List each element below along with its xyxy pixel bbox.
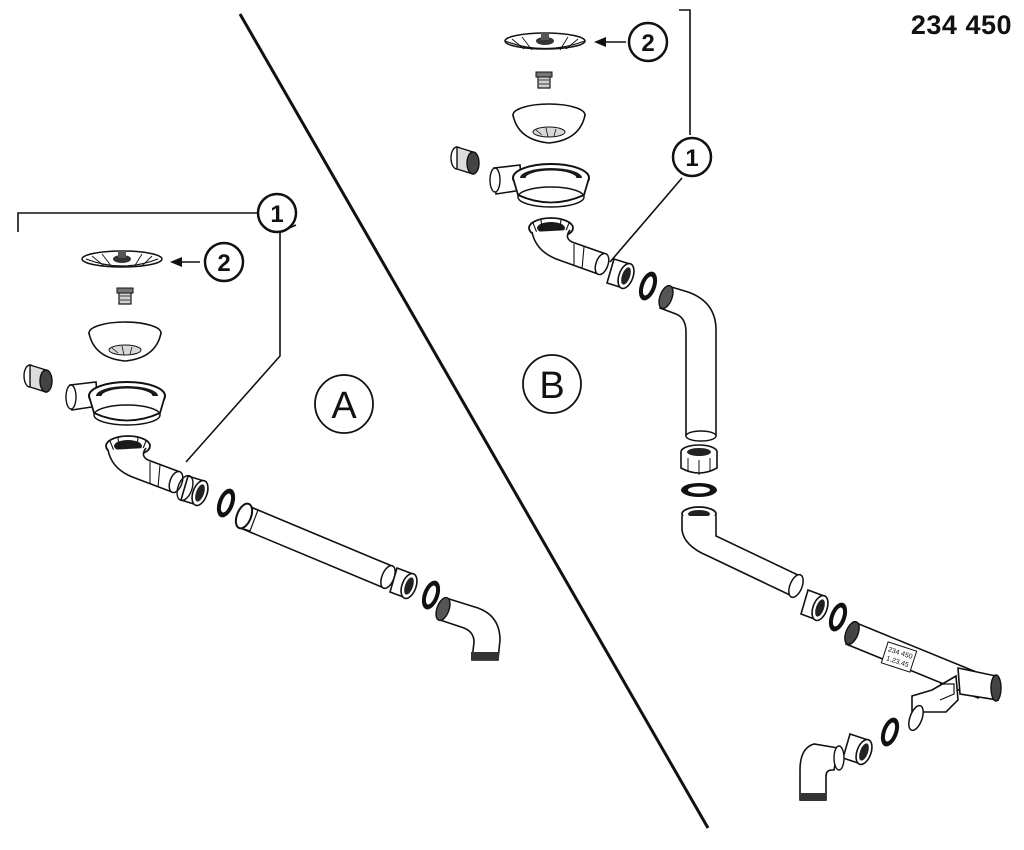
seal-1-b xyxy=(638,271,658,301)
variant-a-label: A xyxy=(331,385,357,427)
callout-2-b: 2 xyxy=(627,21,669,63)
divider-line xyxy=(238,13,710,829)
strainer-basket-b xyxy=(512,103,586,144)
part-number: 234 450 xyxy=(910,10,1012,40)
strainer-plug-a xyxy=(81,250,163,268)
callout-1-a-label: 1 xyxy=(270,201,283,228)
callout-1-b-label: 1 xyxy=(685,145,698,172)
callout-2-b-label: 2 xyxy=(641,30,654,57)
outlet-elbow-b xyxy=(531,229,610,276)
seal-1-a xyxy=(216,488,236,518)
nut-3-b xyxy=(842,732,873,766)
seal-3-b xyxy=(880,717,900,747)
nut-2-b xyxy=(800,588,829,622)
screw-b xyxy=(535,71,553,89)
seal-2-b xyxy=(828,602,848,632)
outlet-body-b xyxy=(512,163,590,208)
seal-2-a xyxy=(421,580,441,610)
variant-b-badge: B xyxy=(522,354,582,414)
variant-b-label: B xyxy=(539,365,564,407)
callout-1-b: 1 xyxy=(671,136,713,178)
end-elbow-b xyxy=(799,743,845,801)
variant-a-badge: A xyxy=(314,374,374,434)
nut-1-a xyxy=(176,474,209,507)
outlet-elbow-a xyxy=(107,447,184,494)
lower-pipe-b xyxy=(681,506,804,599)
end-cap-b xyxy=(450,146,480,175)
screw-a xyxy=(116,287,134,305)
callout-1-a: 1 xyxy=(256,192,298,234)
callout-2-a: 2 xyxy=(203,241,245,283)
tee-pipe-b: 234 450 1.23.45 xyxy=(844,620,1002,732)
straight-pipe-a xyxy=(234,502,396,590)
callout-1-leader-b xyxy=(609,9,691,263)
elbow-pipe-a xyxy=(435,596,501,661)
nut-1-b xyxy=(606,257,635,290)
end-cap-a xyxy=(23,364,53,393)
seal-vertical-b xyxy=(681,483,717,497)
callout-2-a-label: 2 xyxy=(217,250,230,277)
strainer-plug-b xyxy=(504,32,586,51)
strainer-basket-a xyxy=(88,321,162,362)
nut-vertical-b xyxy=(680,444,718,475)
variant-b-assembly: 234 450 1.23.45 1 2 xyxy=(450,9,1002,801)
label-plate xyxy=(880,641,918,673)
elbow-vertical-b xyxy=(658,284,717,442)
nut-2-a xyxy=(389,566,418,600)
outlet-body-a xyxy=(88,381,166,426)
variant-a-assembly: 1 2 A xyxy=(17,192,501,661)
